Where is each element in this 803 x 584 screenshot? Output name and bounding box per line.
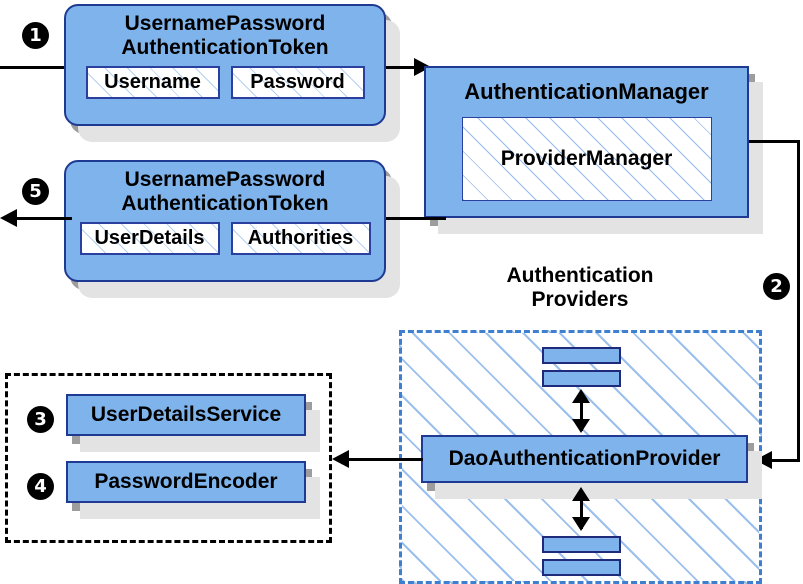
providers-group-title: Authentication Providers <box>460 264 700 312</box>
passwordencoder-label: PasswordEncoder <box>94 470 278 494</box>
request-token-title-line1: UsernamePassword <box>124 12 326 35</box>
response-token-title-line2: AuthenticationToken <box>121 191 329 215</box>
provider-link-bottom-arrow-down <box>572 517 590 531</box>
provider-to-dependencies-line <box>348 458 423 461</box>
field-userdetails: UserDetails <box>79 222 220 256</box>
step-badge-3: 3 <box>27 406 54 433</box>
manager-right-stub <box>749 140 800 143</box>
provider-bar-bottom-2 <box>542 559 621 576</box>
response-token-fields: UserDetails Authorities <box>66 222 384 256</box>
dao-authentication-provider: DaoAuthenticationProvider <box>421 435 748 483</box>
provider-link-top-arrow-up <box>572 389 590 403</box>
userdetailsservice-label: UserDetailsService <box>90 403 282 427</box>
dependencies-region <box>5 373 332 543</box>
provider-link-top-line <box>580 392 583 431</box>
token-to-manager-line <box>386 66 431 69</box>
request-authentication-token: UsernamePassword AuthenticationToken Use… <box>64 4 386 126</box>
passwordencoder-box: PasswordEncoder <box>66 461 306 503</box>
field-password: Password <box>230 66 365 100</box>
provider-input-line <box>769 459 800 462</box>
response-token-title-line1: UsernamePassword <box>124 168 326 191</box>
providers-title-line2: Providers <box>531 288 629 312</box>
request-token-fields: Username Password <box>66 66 384 100</box>
step-badge-5: 5 <box>22 178 49 205</box>
field-authorities: Authorities <box>230 222 371 256</box>
request-token-title-line2: AuthenticationToken <box>121 35 329 59</box>
authentication-manager-box: AuthenticationManager ProviderManager <box>424 66 749 218</box>
provider-manager-box: ProviderManager <box>461 116 712 201</box>
userdetailsservice-box: UserDetailsService <box>66 394 306 436</box>
provider-manager-label: ProviderManager <box>500 146 673 170</box>
response-output-arrowhead <box>0 209 17 227</box>
manager-to-response-token-line <box>386 217 446 220</box>
provider-link-bottom-arrow-up <box>572 487 590 501</box>
dao-authentication-provider-label: DaoAuthenticationProvider <box>448 447 721 471</box>
step-badge-1: 1 <box>22 22 49 49</box>
response-authentication-token: UsernamePassword AuthenticationToken Use… <box>64 160 386 282</box>
manager-to-provider-vertical <box>797 140 800 462</box>
incoming-request-line <box>0 66 70 69</box>
provider-bar-top-2 <box>542 370 621 387</box>
provider-link-top-arrow-down <box>572 419 590 433</box>
provider-bar-bottom-1 <box>542 536 621 553</box>
step-badge-4: 4 <box>27 473 54 500</box>
provider-bar-top-1 <box>542 347 621 364</box>
step-badge-2: 2 <box>763 273 790 300</box>
response-token-output-line <box>14 217 72 220</box>
provider-link-bottom-line <box>580 490 583 529</box>
providers-title-line1: Authentication <box>506 264 654 287</box>
provider-to-dependencies-arrowhead <box>332 450 349 468</box>
field-username: Username <box>85 66 220 100</box>
authentication-manager-label: AuthenticationManager <box>464 79 709 104</box>
